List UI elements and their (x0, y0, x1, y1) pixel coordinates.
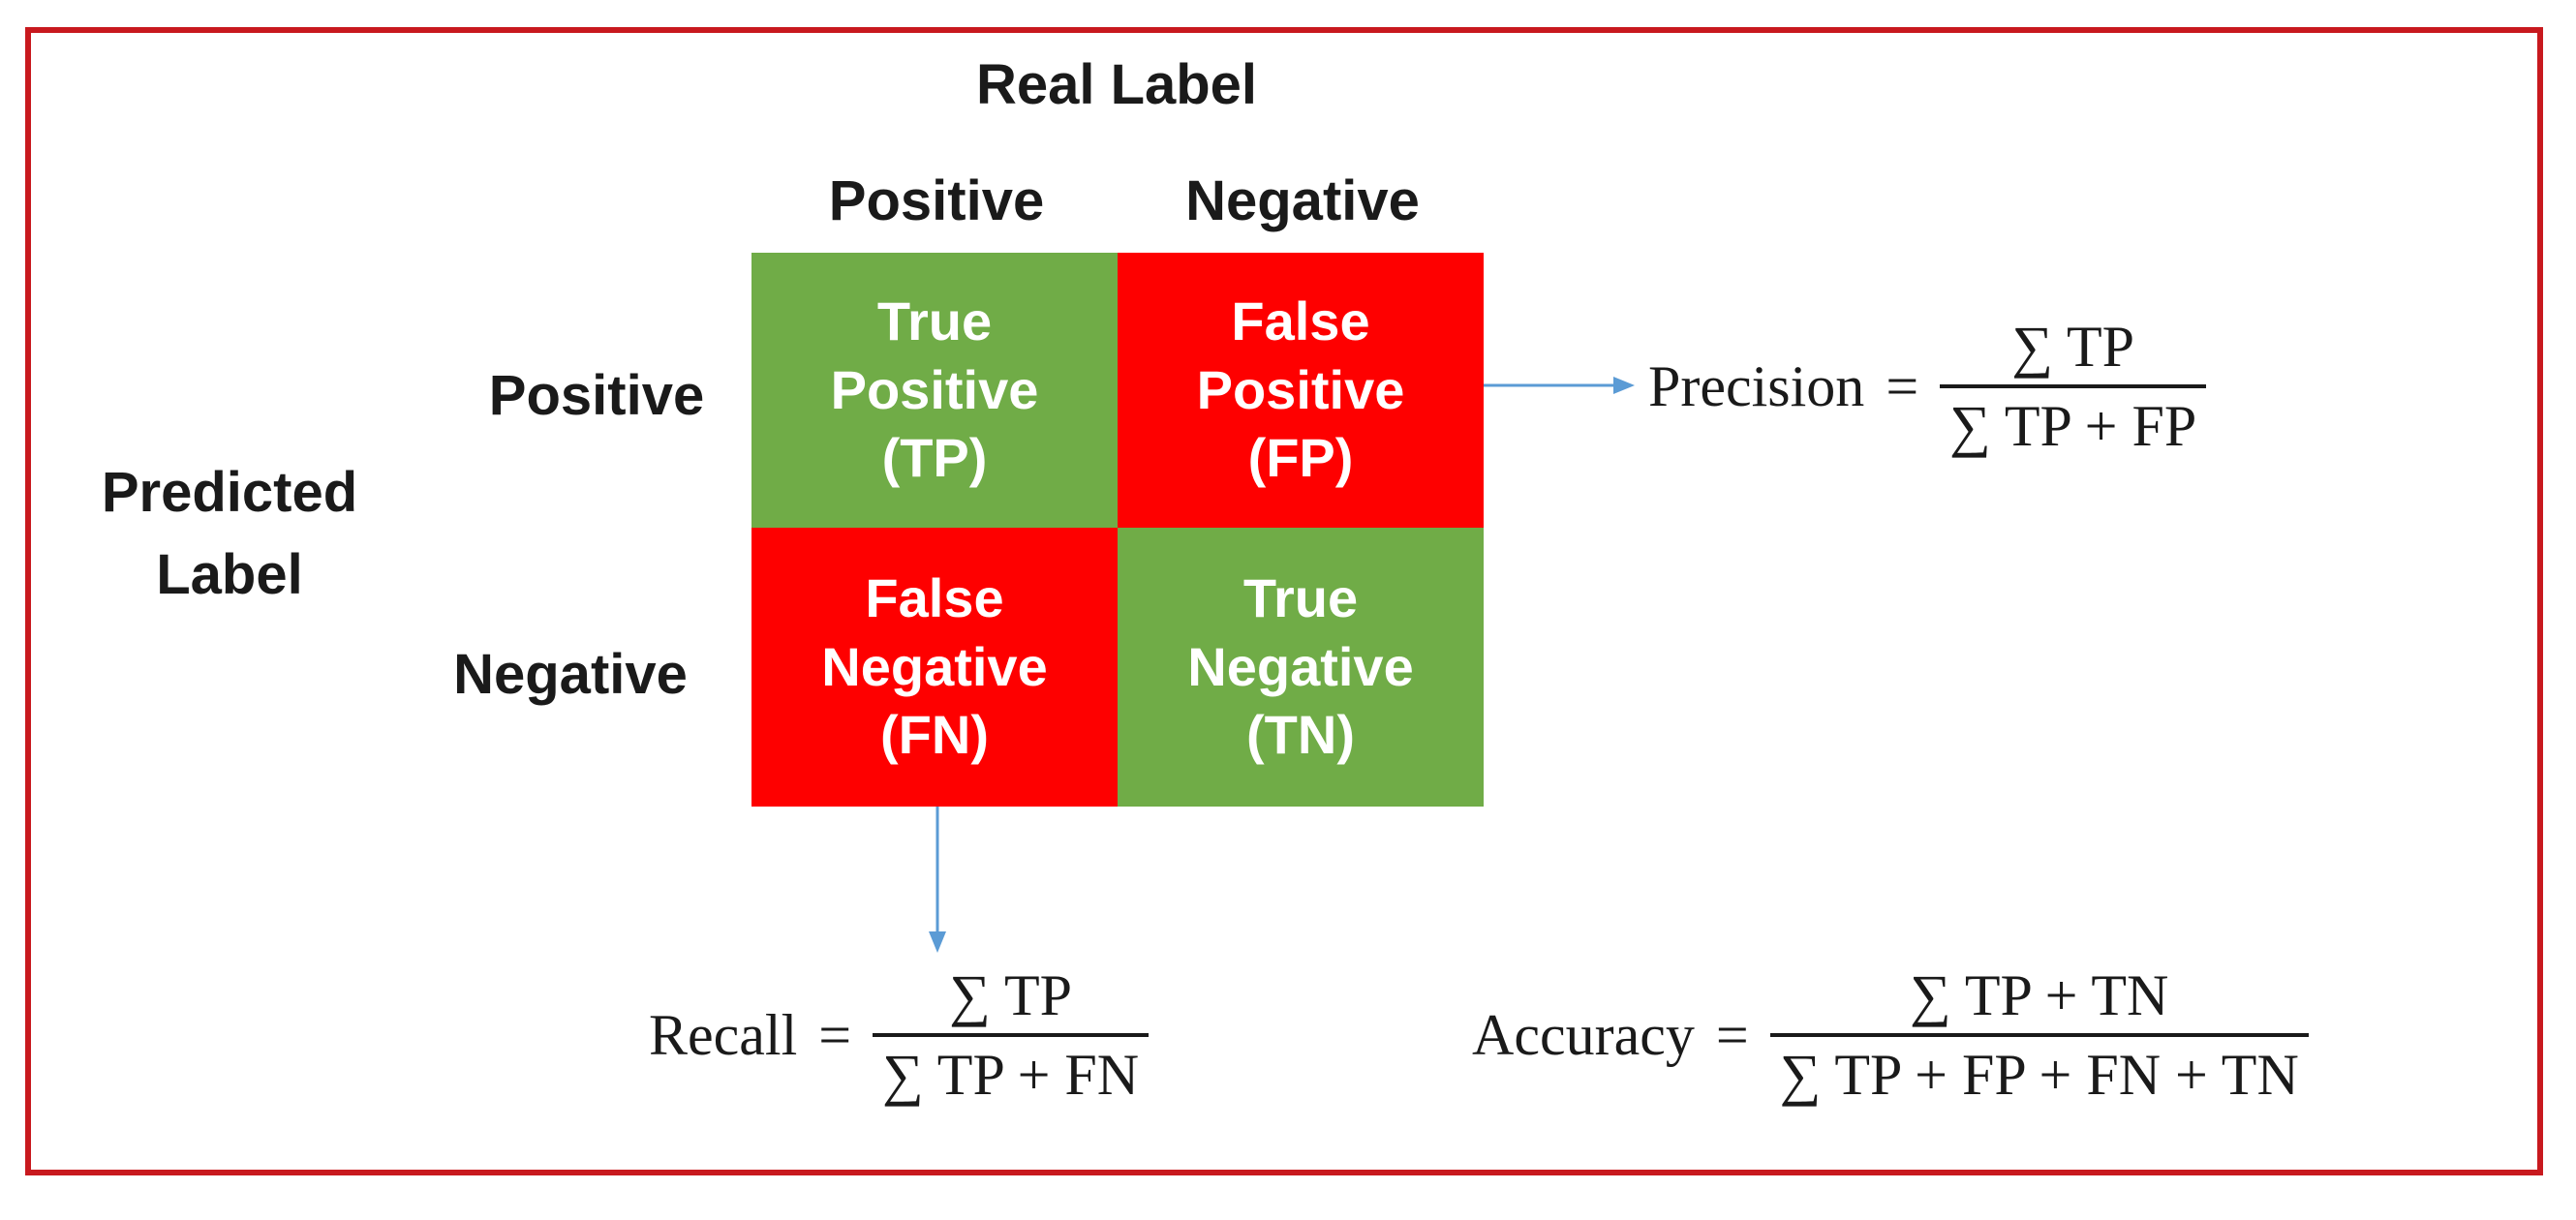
cell-tp-line1: True (876, 290, 993, 352)
recall-fraction: ∑ TP ∑ TP + FN (873, 963, 1150, 1107)
predicted-label-line2: Label (156, 543, 303, 606)
accuracy-fraction: ∑ TP + TN ∑ TP + FP + FN + TN (1769, 963, 2309, 1107)
cell-fp-line2: Positive (1196, 358, 1405, 420)
cell-false-positive: False Positive (FP) (1118, 253, 1484, 528)
accuracy-label: Accuracy (1472, 1002, 1695, 1067)
predicted-label-line1: Predicted (101, 461, 358, 524)
accuracy-denominator: ∑ TP + FP + FN + TN (1769, 1033, 2309, 1107)
cell-tn-line2: Negative (1187, 635, 1414, 697)
cell-fn-line3: (FN) (880, 704, 989, 766)
cell-true-positive: True Positive (TP) (751, 253, 1118, 528)
precision-numerator: ∑ TP (2011, 315, 2135, 379)
cell-fp-line1: False (1231, 290, 1370, 352)
recall-numerator: ∑ TP (949, 963, 1072, 1027)
cell-false-negative: False Negative (FN) (751, 528, 1118, 807)
cell-tp-line2: Positive (830, 358, 1039, 420)
recall-formula: Recall = ∑ TP ∑ TP + FN (649, 963, 1150, 1107)
accuracy-formula: Accuracy = ∑ TP + TN ∑ TP + FP + FN + TN (1472, 963, 2309, 1107)
precision-label: Precision (1648, 353, 1865, 418)
cell-true-negative: True Negative (TN) (1118, 528, 1484, 807)
column-header-negative: Negative (1185, 169, 1420, 232)
cell-tp-line3: (TP) (881, 427, 988, 489)
column-header-positive: Positive (828, 169, 1045, 232)
precision-denominator: ∑ TP + FP (1940, 384, 2207, 458)
precision-arrow (1484, 377, 1635, 394)
accuracy-equals: = (1715, 1002, 1749, 1067)
recall-equals: = (818, 1002, 852, 1067)
recall-label: Recall (649, 1002, 798, 1067)
cell-tn-line3: (TN) (1246, 704, 1355, 766)
cell-fp-line3: (FP) (1247, 427, 1354, 489)
row-header-positive: Positive (488, 364, 705, 427)
cell-tn-line1: True (1242, 567, 1359, 629)
recall-denominator: ∑ TP + FN (873, 1033, 1150, 1107)
row-header-negative: Negative (453, 643, 688, 706)
cell-fn-line2: Negative (821, 635, 1048, 697)
precision-formula: Precision = ∑ TP ∑ TP + FP (1648, 315, 2207, 458)
cell-fn-line1: False (865, 567, 1004, 629)
real-label-title: Real Label (975, 53, 1258, 116)
recall-arrow (929, 807, 946, 953)
accuracy-numerator: ∑ TP + TN (1910, 963, 2169, 1027)
precision-fraction: ∑ TP ∑ TP + FP (1940, 315, 2207, 458)
diagram-frame (25, 27, 2543, 1175)
precision-equals: = (1886, 353, 1919, 418)
